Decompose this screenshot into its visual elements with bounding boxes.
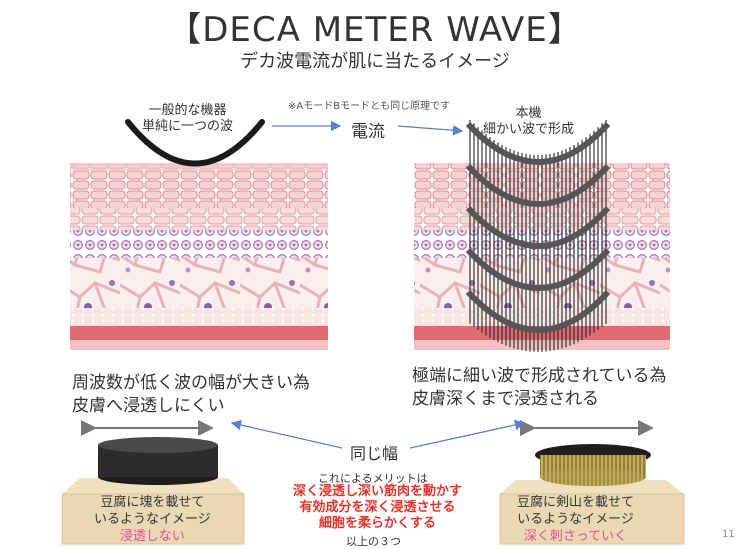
tofu-left-line-3: 浸透しない [94,528,211,545]
merit-item: 細胞を柔らかくする [270,516,485,532]
block-weight-icon [98,437,218,485]
right-description-line-2: 皮膚深くまで浸透される [412,388,667,411]
same-width-arrow-right [410,423,524,448]
label-current: 電流 [351,117,385,142]
tofu-right-line-3: 深く刺さっていく [517,528,634,545]
tofu-left-line-1: 豆腐に塊を載せて [94,494,211,511]
tofu-left-caption: 豆腐に塊を載せて いるようなイメージ 浸透しない [94,494,211,545]
label-common-line-1: 一般的な機器 [142,103,233,119]
left-description-line-2: 皮膚へ浸透しにくい [72,395,310,418]
tofu-right-caption: 豆腐に剣山を載せて いるようなイメージ 深く刺さっていく [517,494,634,545]
right-description-line-1: 極端に細い波で形成されている為 [412,365,667,388]
merit-list: 深く浸透し深い筋肉を動かす 有効成分を深く浸透させる 細胞を柔らかくする [270,484,485,532]
label-device-line-2: 細かい波で形成 [483,122,574,138]
left-description-line-1: 周波数が低く波の幅が大きい為 [72,372,310,395]
page-subtitle: デカ波電流が肌に当たるイメージ [0,47,750,73]
label-this-device: 本機 細かい波で形成 [483,106,574,138]
needle-holder-icon [535,444,651,486]
merit-outro: 以上の３つ [346,533,401,549]
tofu-right-line-2: いるようなイメージ [517,511,634,528]
mode-note: ※AモードBモードとも同じ原理です [288,97,450,112]
label-common-device: 一般的な機器 単純に一つの波 [142,103,233,135]
label-common-line-2: 単純に一つの波 [142,119,233,135]
tofu-left-line-2: いるようなイメージ [94,511,211,528]
same-width-label: 同じ幅 [350,440,398,464]
tofu-right-line-1: 豆腐に剣山を載せて [517,494,634,511]
page-title: 【DECA METER WAVE】 [0,2,750,51]
label-device-line-1: 本機 [483,106,574,122]
left-description: 周波数が低く波の幅が大きい為 皮膚へ浸透しにくい [72,372,310,418]
page-number: 11 [722,529,735,540]
right-description: 極端に細い波で形成されている為 皮膚深くまで浸透される [412,365,667,411]
same-width-arrow-left [232,423,342,448]
merit-item: 有効成分を深く浸透させる [270,500,485,516]
arrow-to-current-right [398,126,462,131]
skin-left [70,163,328,350]
merit-item: 深く浸透し深い筋肉を動かす [270,484,485,500]
